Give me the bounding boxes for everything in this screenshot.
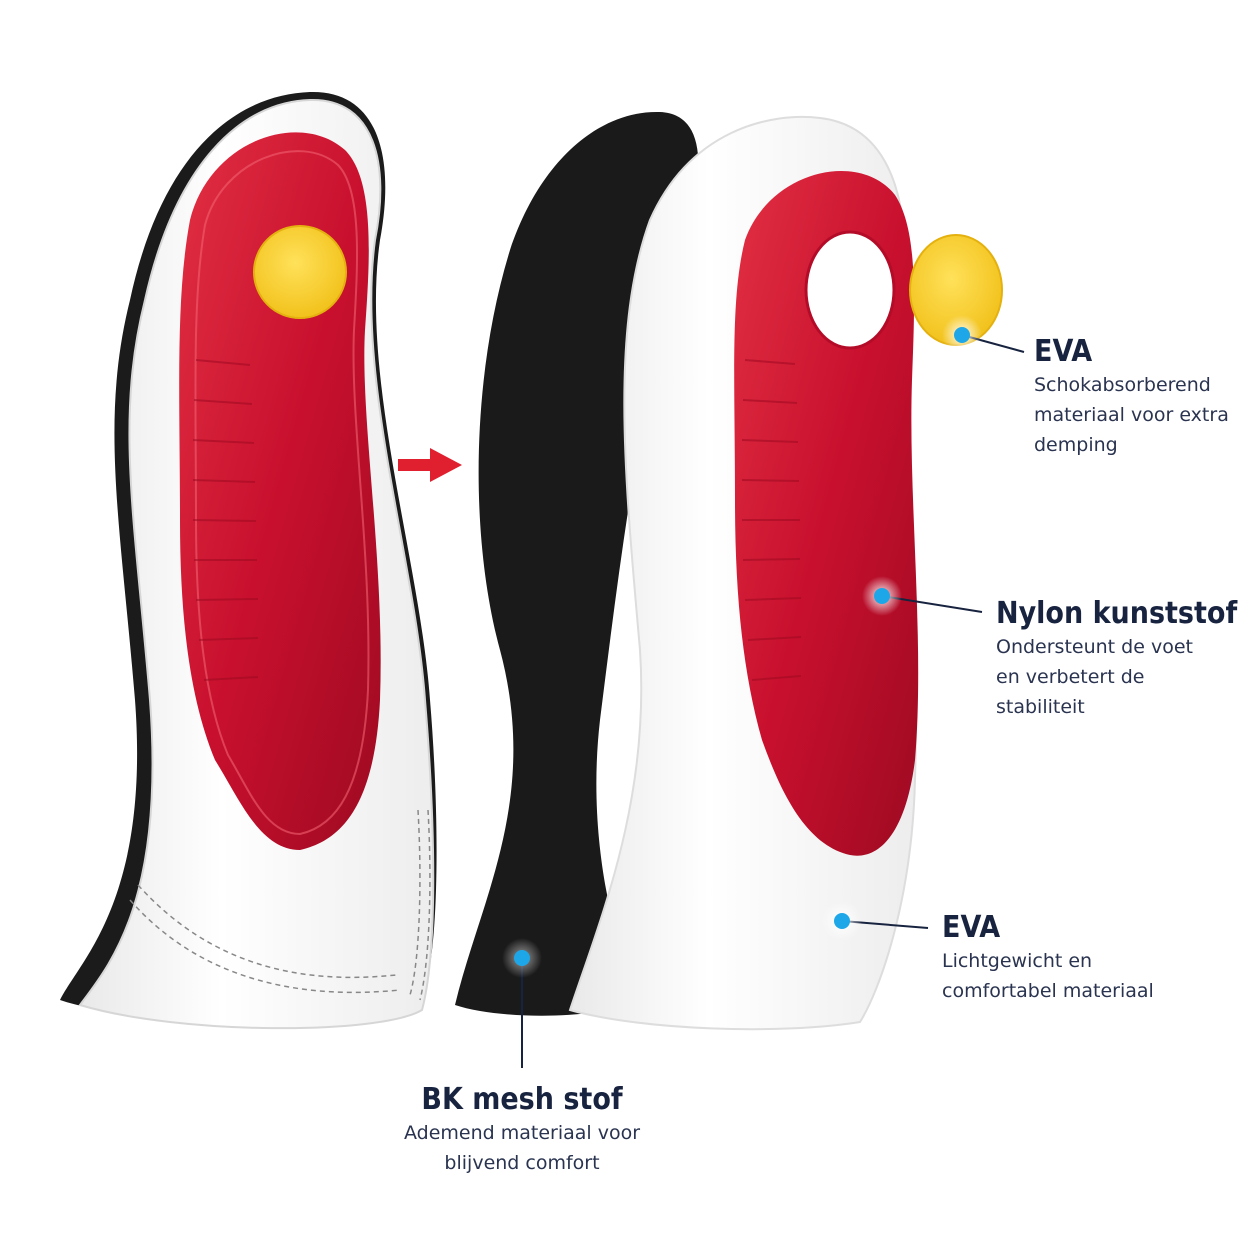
callout-eva-top-title: EVA (1034, 334, 1093, 369)
callout-eva-bottom-title: EVA (942, 910, 1001, 945)
callout-mesh: BK mesh stof Ademend materiaal voor blij… (377, 1082, 667, 1178)
callout-eva-top: EVA Schokabsorberend materiaal voor extr… (1034, 334, 1249, 460)
right-arrow-icon (398, 448, 462, 482)
left-insole (60, 91, 437, 1030)
callout-nylon: Nylon kunststof Ondersteunt de voet en v… (996, 596, 1246, 722)
callout-nylon-title: Nylon kunststof (996, 596, 1238, 631)
callout-eva-bottom: EVA Lichtgewicht en comfortabel materiaa… (942, 910, 1242, 1006)
callout-eva-top-desc: Schokabsorberend materiaal voor extra de… (1034, 374, 1229, 456)
nylon-shell (734, 170, 919, 856)
marker-dot-icon (502, 315, 982, 978)
callout-eva-bottom-desc: Lichtgewicht en comfortabel materiaal (942, 950, 1154, 1002)
callout-mesh-desc: Ademend materiaal voor blijvend comfort (403, 1122, 641, 1174)
callout-nylon-desc: Ondersteunt de voet en verbetert de stab… (996, 636, 1193, 718)
callout-mesh-title: BK mesh stof (421, 1082, 623, 1117)
